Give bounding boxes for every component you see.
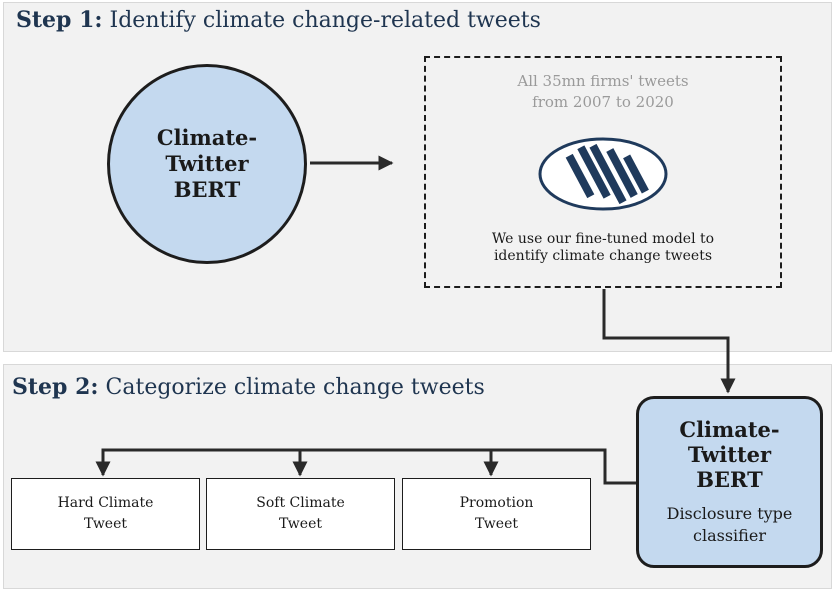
dataset-caption: All 35mn firms' tweets from 2007 to 2020 <box>517 72 689 111</box>
classifier-model-name: Climate- Twitter BERT <box>679 417 780 492</box>
category-label: Hard Climate Tweet <box>57 495 154 532</box>
disclosure-classifier-box: Climate- Twitter BERT Disclosure type cl… <box>636 396 823 568</box>
dataset-description: We use our fine-tuned model to identify … <box>491 231 715 264</box>
step2-title: Step 2: Categorize climate change tweets <box>12 374 485 400</box>
category-hard-climate: Hard Climate Tweet <box>11 478 200 550</box>
climate-twitter-bert-circle: Climate- Twitter BERT <box>107 64 307 264</box>
step2-label: Step 2: <box>12 374 99 400</box>
dataset-box: All 35mn firms' tweets from 2007 to 2020… <box>424 56 782 288</box>
twitter-bird-like-stripes-icon <box>538 137 668 211</box>
step2-text: Categorize climate change tweets <box>105 375 485 400</box>
category-label: Promotion Tweet <box>459 495 534 532</box>
category-label: Soft Climate Tweet <box>256 495 345 532</box>
classifier-subtitle: Disclosure type classifier <box>666 504 793 545</box>
step1-label: Step 1: <box>16 7 103 33</box>
step1-title: Step 1: Identify climate change-related … <box>16 7 541 33</box>
circle-model-name: Climate- Twitter BERT <box>156 125 258 202</box>
step1-text: Identify climate change-related tweets <box>109 8 541 33</box>
category-promotion: Promotion Tweet <box>402 478 591 550</box>
arrow-dataset-to-classifier <box>602 289 736 394</box>
arrow-to-hard-climate <box>95 448 636 485</box>
category-soft-climate: Soft Climate Tweet <box>206 478 395 550</box>
